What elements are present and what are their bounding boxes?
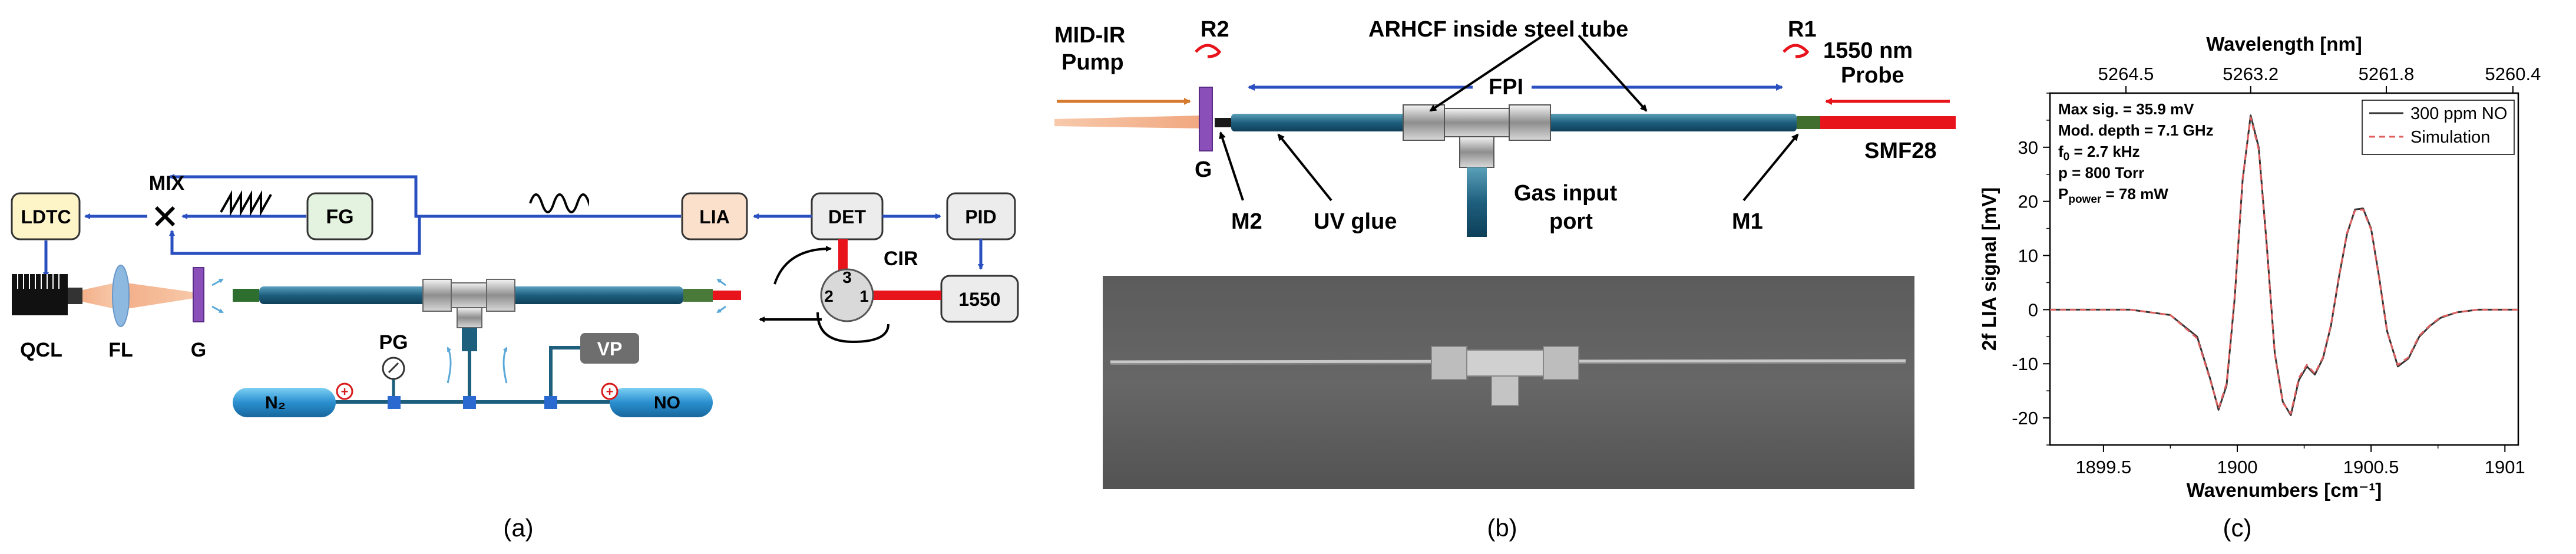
fpi-label: FPI bbox=[1489, 75, 1523, 100]
qcl-label: QCL bbox=[20, 339, 62, 361]
legend-label-1: Simulation bbox=[2410, 128, 2490, 147]
mid-ir-label: MID-IR bbox=[1054, 23, 1125, 48]
g-label: G bbox=[1195, 157, 1212, 182]
det-label: DET bbox=[828, 206, 866, 227]
x-axis-label: Wavenumbers [cm⁻¹] bbox=[2187, 479, 2382, 501]
y-tick-label: 0 bbox=[2028, 299, 2038, 320]
annotation-f0: f0 = 2.7 kHz bbox=[2058, 143, 2139, 163]
uv-glue-label: UV glue bbox=[1314, 209, 1397, 234]
y-axis-label: 2f LIA signal [mV] bbox=[1978, 187, 2000, 351]
y-tick-label: -10 bbox=[2012, 354, 2038, 374]
y-tick-label: -20 bbox=[2012, 408, 2038, 428]
y-tick-label: 20 bbox=[2018, 192, 2038, 212]
no-bottle bbox=[610, 388, 713, 417]
top-tick-label: 5261.8 bbox=[2359, 64, 2415, 84]
sine-waveform-icon bbox=[529, 193, 589, 213]
annotation-mod-depth: Mod. depth = 7.1 GHz bbox=[2058, 121, 2214, 139]
top-axis-label: Wavelength [nm] bbox=[2206, 33, 2362, 55]
lia-to-mix-line bbox=[169, 215, 681, 255]
r2-label: R2 bbox=[1201, 17, 1229, 42]
lia-label: LIA bbox=[699, 206, 730, 227]
cir-port-3: 3 bbox=[842, 268, 852, 286]
arhcf-label: ARHCF inside steel tube bbox=[1368, 17, 1628, 42]
mixer-icon bbox=[154, 206, 176, 227]
annotation-pressure: p = 800 Torr bbox=[2058, 164, 2144, 182]
fiber-endcap-right bbox=[683, 289, 713, 302]
legend-box bbox=[2362, 100, 2515, 155]
mix-label: MIX bbox=[149, 172, 185, 194]
top-tick-label: 5264.5 bbox=[2098, 64, 2154, 84]
ldtc-box bbox=[11, 192, 81, 240]
cir-label: CIR bbox=[884, 248, 918, 270]
valve-icon bbox=[388, 396, 401, 409]
top-tick-label: 5260.4 bbox=[2485, 64, 2541, 84]
r1-rotation-icon bbox=[1783, 44, 1810, 58]
svg-text:+: + bbox=[606, 384, 614, 399]
x-tick-label: 1900.5 bbox=[2343, 457, 2399, 477]
smf28-label: SMF28 bbox=[1864, 138, 1936, 163]
series-line-1 bbox=[2050, 116, 2518, 415]
laser-beam bbox=[82, 283, 115, 309]
qcl-icon bbox=[12, 274, 82, 315]
caption-b: (b) bbox=[1487, 514, 1517, 542]
panel-b-diagram: MID-IR Pump R2 R1 ARHCF inside steel tub… bbox=[1054, 17, 1956, 542]
probe-label: Probe bbox=[1841, 63, 1904, 88]
fg-label: FG bbox=[326, 206, 353, 228]
laser-1550-label: 1550 bbox=[958, 289, 1000, 310]
ramp-waveform-icon bbox=[220, 190, 272, 217]
device-photo bbox=[1103, 276, 1914, 489]
ldtc-label: LDTC bbox=[21, 206, 71, 227]
y-tick-label: 30 bbox=[2018, 137, 2038, 158]
pid-label: PID bbox=[965, 206, 996, 227]
cir-port-2: 2 bbox=[824, 287, 834, 305]
n2-label: N₂ bbox=[265, 393, 286, 413]
fg-box bbox=[306, 192, 373, 240]
g-label: G bbox=[191, 339, 206, 361]
grating-icon bbox=[193, 267, 204, 322]
grating-icon bbox=[1199, 87, 1213, 151]
svg-text:+: + bbox=[341, 384, 349, 399]
pg-label: PG bbox=[379, 331, 408, 354]
x-tick-label: 1901 bbox=[2485, 457, 2525, 477]
gas-input-label: Gas input bbox=[1514, 181, 1618, 206]
x-tick-label: 1899.5 bbox=[2075, 457, 2131, 477]
tee-fitting-icon bbox=[422, 279, 515, 351]
caption-a: (a) bbox=[503, 514, 533, 542]
m1-label: M1 bbox=[1732, 209, 1763, 234]
legend-label-0: 300 ppm NO bbox=[2410, 104, 2507, 123]
probe-wavelength-label: 1550 nm bbox=[1823, 38, 1913, 63]
focusing-lens-icon bbox=[112, 265, 130, 327]
pump-beam bbox=[1054, 116, 1201, 128]
circulator-icon bbox=[820, 268, 874, 322]
panel-a-diagram-right: LIA DET PID 1550 3 2 1 CIR QCL bbox=[12, 192, 1019, 542]
tee-fitting-icon bbox=[1403, 104, 1551, 237]
fiber-cir-2 bbox=[707, 291, 741, 300]
top-tick-label: 5263.2 bbox=[2223, 64, 2279, 84]
port-label: port bbox=[1549, 209, 1593, 234]
y-tick-label: 10 bbox=[2018, 246, 2038, 266]
pump-label: Pump bbox=[1062, 50, 1124, 75]
fiber-endcap-left bbox=[233, 289, 259, 302]
smf28-fiber bbox=[1820, 116, 1956, 129]
lia-box bbox=[681, 192, 748, 240]
n2-bottle bbox=[233, 388, 336, 417]
m2-label: M2 bbox=[1231, 209, 1262, 234]
gas-lines bbox=[318, 346, 613, 404]
vp-label: VP bbox=[597, 338, 623, 360]
cir-port-1: 1 bbox=[859, 287, 869, 305]
panel-c-chart: 1899.5 1900 1900.5 1901 5264.5 5263.2 5261.8 52… bbox=[1978, 33, 2541, 542]
fiber-cir-1 bbox=[872, 291, 941, 300]
no-label: NO bbox=[654, 393, 680, 413]
x-tick-label: 1900 bbox=[2217, 457, 2258, 477]
r1-label: R1 bbox=[1788, 17, 1817, 42]
annotation-max-signal: Max sig. = 35.9 mV bbox=[2058, 100, 2194, 118]
r2-rotation-icon bbox=[1195, 44, 1222, 58]
annotation-power: Ppower = 78 mW bbox=[2058, 185, 2168, 206]
caption-c: (c) bbox=[2223, 514, 2252, 542]
fl-label: FL bbox=[108, 339, 133, 361]
vacuum-pump-box bbox=[580, 333, 639, 364]
